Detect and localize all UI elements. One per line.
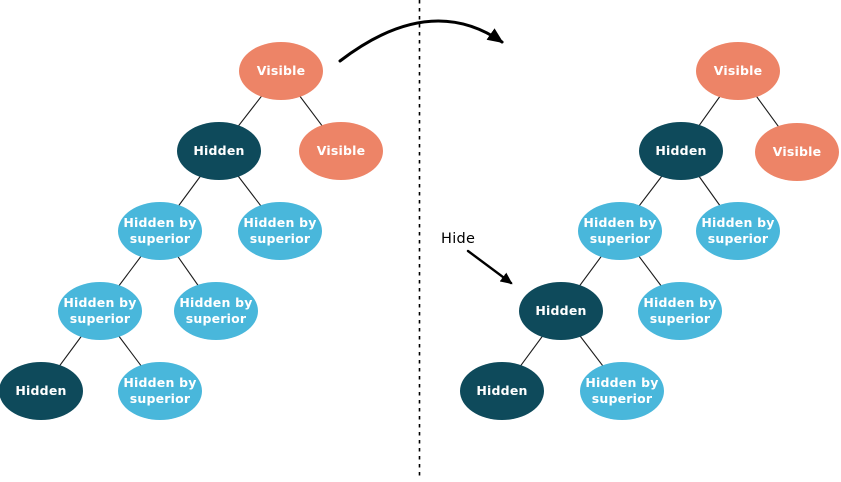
after-hide-tree-node-hidden: Hidden [639, 122, 723, 180]
before-hide-tree-node-hidden: Hidden [0, 362, 83, 420]
node-label: Hidden [476, 383, 528, 398]
node-label: Hidden [655, 143, 707, 158]
after-hide-tree-node-hidden: Hidden [460, 362, 544, 420]
node-label: Hidden by superior [179, 295, 253, 326]
node-label: Hidden by superior [643, 295, 717, 326]
node-label: Hidden by superior [63, 295, 137, 326]
node-label: Hidden by superior [583, 215, 657, 246]
before-hide-tree-node-hidden-by-superior: Hidden by superior [118, 362, 202, 420]
after-hide-tree-node-hidden-by-superior: Hidden by superior [696, 202, 780, 260]
before-hide-tree-node-hidden-by-superior: Hidden by superior [58, 282, 142, 340]
node-label: Hidden [15, 383, 67, 398]
before-hide-tree-node-visible: Visible [299, 122, 383, 180]
transition-curved-arrow [338, 19, 504, 63]
node-label: Hidden [535, 303, 587, 318]
node-label: Visible [772, 144, 822, 159]
node-label: Hidden [193, 143, 245, 158]
node-label: Hidden by superior [123, 215, 197, 246]
after-hide-tree-node-hidden: Hidden [519, 282, 603, 340]
after-hide-tree-node-hidden-by-superior: Hidden by superior [578, 202, 662, 260]
node-label: Hidden by superior [243, 215, 317, 246]
node-label: Hidden by superior [701, 215, 775, 246]
hide-annotation-arrow [466, 249, 513, 285]
node-label: Hidden by superior [123, 375, 197, 406]
hide-annotation-label: Hide [441, 231, 476, 247]
before-hide-tree-node-hidden-by-superior: Hidden by superior [118, 202, 202, 260]
before-hide-tree-node-visible: Visible [239, 42, 323, 100]
after-hide-tree-node-hidden-by-superior: Hidden by superior [638, 282, 722, 340]
after-hide-tree-node-visible: Visible [696, 42, 780, 100]
before-hide-tree-node-hidden-by-superior: Hidden by superior [238, 202, 322, 260]
node-label: Visible [316, 143, 366, 158]
node-label: Hidden by superior [585, 375, 659, 406]
before-hide-tree-node-hidden-by-superior: Hidden by superior [174, 282, 258, 340]
node-label: Visible [256, 63, 306, 78]
after-hide-tree-node-visible: Visible [755, 123, 839, 181]
node-label: Visible [713, 63, 763, 78]
after-hide-tree-node-hidden-by-superior: Hidden by superior [580, 362, 664, 420]
before-hide-tree-node-hidden: Hidden [177, 122, 261, 180]
